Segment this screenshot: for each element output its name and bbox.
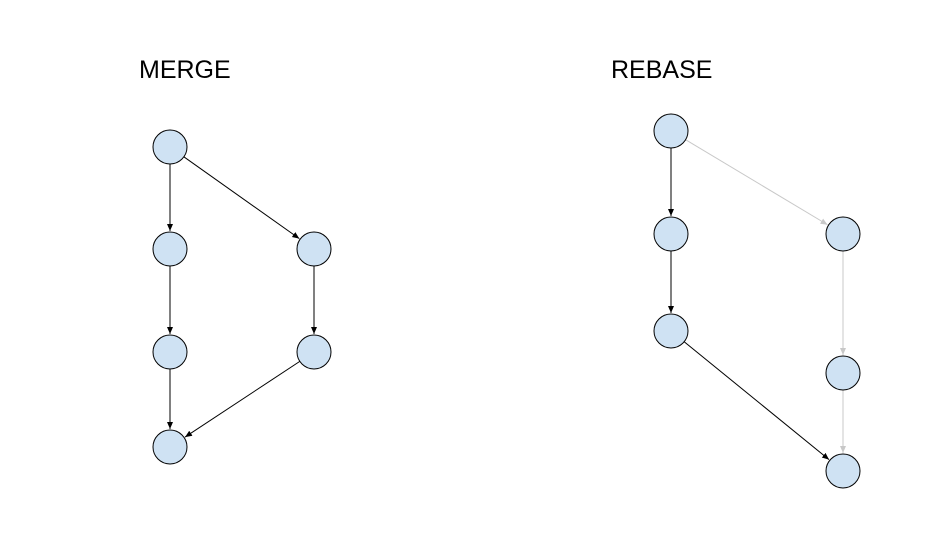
commit-node-m4 [152, 429, 188, 465]
commit-node-r3 [653, 313, 689, 349]
commit-node-r6 [825, 453, 861, 489]
merge-title: MERGE [139, 56, 231, 84]
commit-node-r4 [825, 216, 861, 252]
edge-m1-m5 [183, 156, 300, 240]
edge-m6-m4 [184, 360, 301, 438]
commit-node-m5 [296, 231, 332, 267]
commit-node-m1 [152, 129, 188, 165]
commit-node-m6 [296, 334, 332, 370]
rebase-title: REBASE [611, 56, 713, 84]
commit-node-r1 [653, 113, 689, 149]
commit-node-r2 [653, 216, 689, 252]
commit-node-m2 [152, 231, 188, 267]
commit-node-r5 [825, 355, 861, 391]
edge-r3-r6 [683, 341, 830, 461]
commit-node-m3 [152, 334, 188, 370]
edge-r1-r4 [685, 139, 828, 226]
